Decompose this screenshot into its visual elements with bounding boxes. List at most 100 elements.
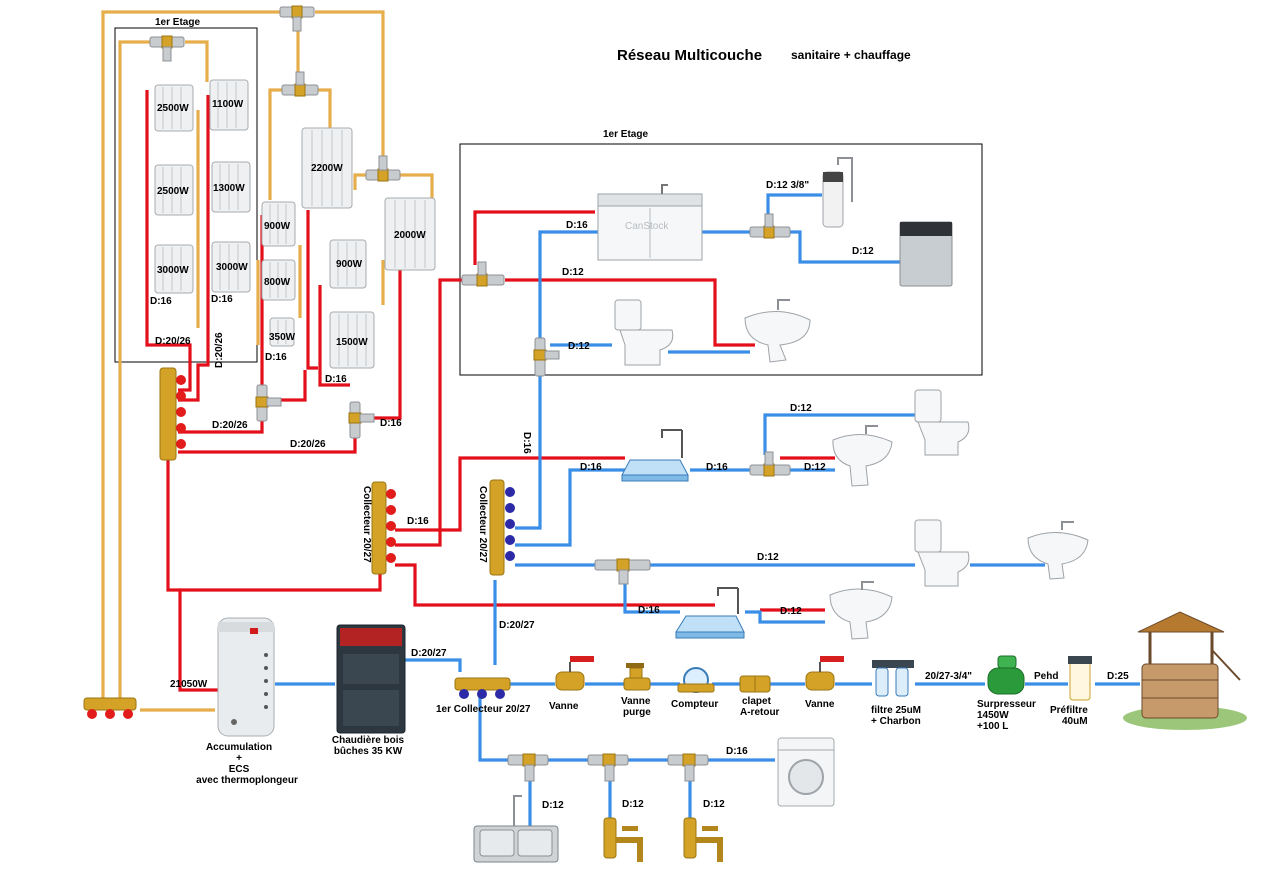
tee-fittings xyxy=(149,5,791,782)
pipe-size-label: D:20/26 xyxy=(290,439,326,450)
clapet-label: A-retour xyxy=(740,707,780,718)
well-icon xyxy=(1123,611,1247,730)
pump-icon xyxy=(987,655,1025,695)
radiator-icon xyxy=(209,79,249,131)
pipe-size-label: D:12 xyxy=(568,341,590,352)
dishwasher-icon xyxy=(899,221,953,287)
tee-fitting-icon xyxy=(594,558,651,585)
pipe-size-label: D:12 xyxy=(780,606,802,617)
radiator-power-label: 2000W xyxy=(394,230,426,241)
radiator-icon xyxy=(384,197,436,271)
shower-icon xyxy=(621,429,689,482)
sink-icon xyxy=(597,184,703,261)
pipe-size-label: D:12 xyxy=(622,799,644,810)
pipe-size-label: D:12 xyxy=(562,267,584,278)
floor-box-left xyxy=(114,27,258,363)
pipe-size-label: D:12 xyxy=(703,799,725,810)
radiator-icon xyxy=(211,241,251,293)
washbasin-icon xyxy=(829,581,893,640)
shower-icon xyxy=(675,587,745,639)
radiator-power-label: 1500W xyxy=(336,337,368,348)
pipe-size-label: D:12 xyxy=(790,403,812,414)
pipe-size-label: D:16 xyxy=(325,374,347,385)
heating-flow-pipes xyxy=(145,90,835,692)
water-filter-icon xyxy=(1068,656,1092,701)
radiator-icon xyxy=(154,84,194,132)
toilet-icon xyxy=(914,389,970,456)
pipe-size-label: D:16 xyxy=(265,352,287,363)
tee-fitting-icon xyxy=(507,753,549,782)
washbasin-icon xyxy=(744,299,811,363)
prefiltre-label: 40uM xyxy=(1062,716,1088,727)
radiator-icon xyxy=(329,311,375,369)
cold-water-pipes xyxy=(275,193,1140,830)
pipe-size-label: D:16 xyxy=(706,462,728,473)
radiator-power-label: 3000W xyxy=(157,265,189,276)
manifold-icon xyxy=(83,697,137,719)
pipe-size-label: Pehd xyxy=(1034,671,1058,682)
manifold-icon xyxy=(371,481,396,575)
manifold-icon xyxy=(489,479,515,576)
valve-icon xyxy=(555,656,594,691)
valve-icon xyxy=(623,663,651,691)
tee-fitting-icon xyxy=(533,337,560,377)
tee-fitting-icon xyxy=(255,384,282,422)
tee-fitting-icon xyxy=(461,261,505,287)
heating-return-pipes xyxy=(101,10,434,712)
radiator-icon xyxy=(154,244,194,294)
valve-icon xyxy=(805,656,844,691)
clapet-label: clapet xyxy=(742,696,772,707)
prefiltre-label: Préfiltre xyxy=(1050,705,1088,716)
tap-icon xyxy=(683,817,723,862)
surpresseur-label: Surpresseur xyxy=(977,699,1036,710)
chaudiere-label: Chaudière bois xyxy=(332,735,405,746)
pipe-size-label: D:20/26 xyxy=(212,420,248,431)
surpresseur-label: 1450W xyxy=(977,710,1009,721)
radiator-power-label: 2500W xyxy=(157,103,189,114)
radiator-icon xyxy=(329,239,367,289)
pipe-size-label: D:16 xyxy=(566,220,588,231)
pipe-size-label: D:20/26 xyxy=(155,336,191,347)
collecteur-blue-label: Collecteur 20/27 xyxy=(477,486,488,563)
pipe-size-label: D:12 xyxy=(804,462,826,473)
floor-label-right: 1er Etage xyxy=(603,129,648,140)
valve-icon xyxy=(739,675,771,693)
power-label: 21050W xyxy=(170,679,208,690)
toilet-icon xyxy=(614,299,674,366)
accumulation-label: + xyxy=(236,753,242,764)
radiator-group: 2500W 1100W 2500W 1300W 3000W 3000W xyxy=(154,79,436,369)
pipe-size-label: D:12 xyxy=(757,552,779,563)
radiator-power-label: 1100W xyxy=(212,99,244,110)
radiator-icon xyxy=(261,201,296,247)
floor-box-right xyxy=(459,143,983,376)
pipe-labels: D:16 D:16 D:20/26 D:20/26 D:16 D:16 D:16… xyxy=(150,180,1129,811)
pipe-size-label: D:20/26 xyxy=(214,332,225,368)
radiator-icon xyxy=(301,127,353,209)
washbasin-icon xyxy=(1027,521,1089,580)
pipe-size-label: D:25 xyxy=(1107,671,1129,682)
pipe-size-label: D:16 xyxy=(407,516,429,527)
pipe-size-label: D:16 xyxy=(150,296,172,307)
accumulation-label: ECS xyxy=(229,764,250,775)
tee-fitting-icon xyxy=(279,5,315,32)
toilet-icon xyxy=(914,519,970,587)
radiator-power-label: 350W xyxy=(269,332,296,343)
pipe-size-label: D:16 xyxy=(211,294,233,305)
radiator-icon xyxy=(211,161,251,213)
pipe-size-label: D:16 xyxy=(638,605,660,616)
accumulation-label: avec thermoplongeur xyxy=(196,775,298,786)
radiator-power-label: 1300W xyxy=(213,183,245,194)
radiator-power-label: 800W xyxy=(264,277,291,288)
water-filter-icon xyxy=(822,157,853,228)
vanne-purge-label: Vanne xyxy=(621,696,651,707)
pipe-size-label: 20/27-3/4" xyxy=(925,671,972,682)
pipe-size-label: D:20/27 xyxy=(411,648,447,659)
floor-label-left: 1er Etage xyxy=(155,17,200,28)
tee-fitting-icon xyxy=(281,71,319,97)
radiator-power-label: 2200W xyxy=(311,163,343,174)
meter-icon xyxy=(677,667,715,693)
watermark: CanStock xyxy=(625,221,669,232)
tank-icon xyxy=(217,617,275,737)
tap-icon xyxy=(603,817,643,862)
